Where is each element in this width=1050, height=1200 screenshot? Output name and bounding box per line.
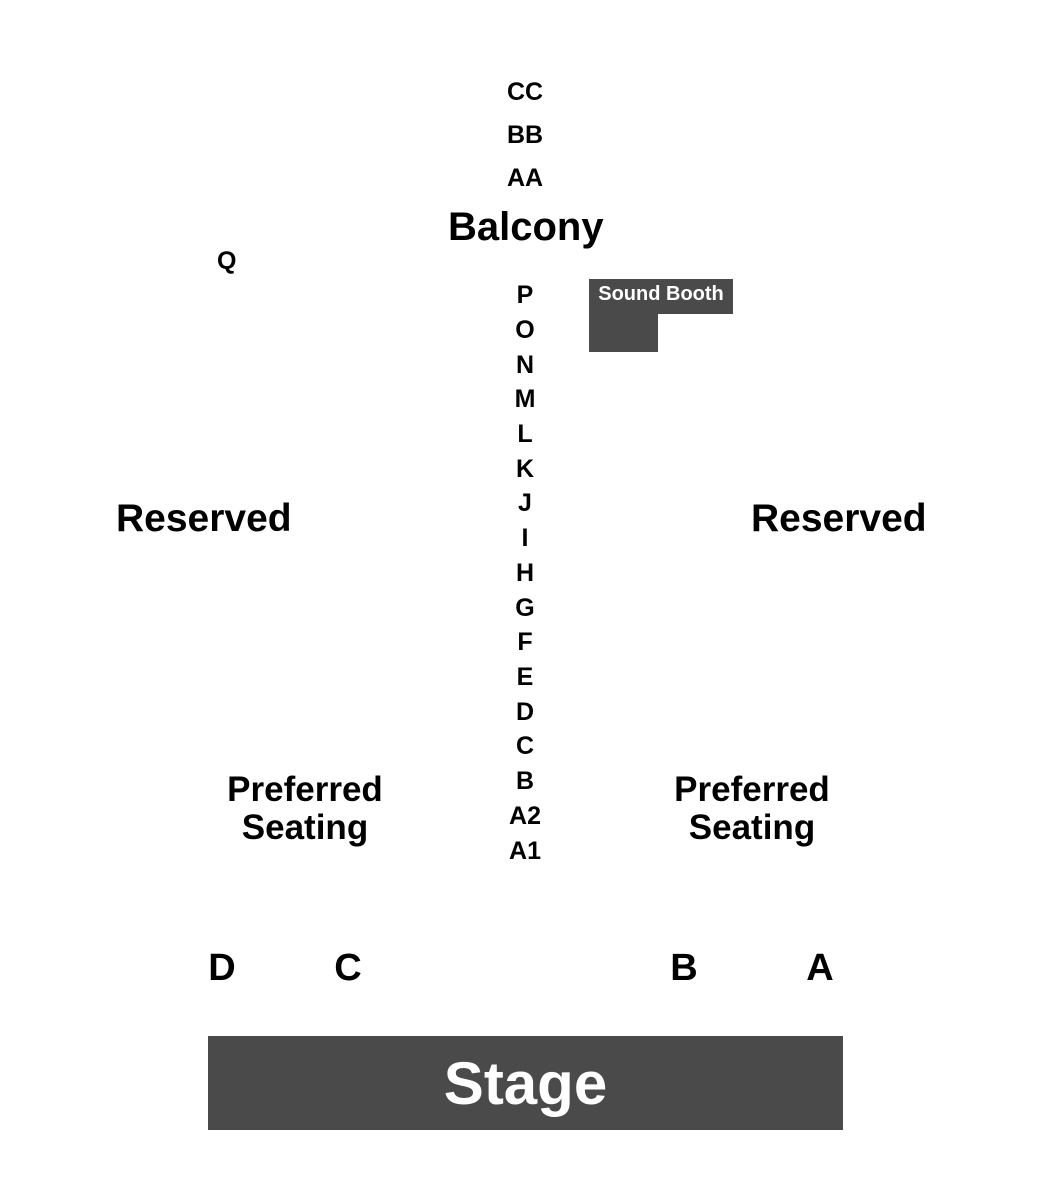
row-m[interactable]: M <box>514 385 536 413</box>
reserved-right-label[interactable]: Reserved <box>751 497 927 540</box>
aisle-c-label[interactable]: C <box>334 947 362 989</box>
sound-booth-label: Sound Booth <box>598 283 724 305</box>
preferred-right-line-1: Preferred <box>674 770 830 809</box>
sound-booth: Sound Booth <box>589 279 733 352</box>
row-h[interactable]: H <box>515 559 535 587</box>
balcony-row-bb[interactable]: BB <box>506 121 544 149</box>
row-b[interactable]: B <box>515 767 535 795</box>
balcony-title: Balcony <box>448 205 604 249</box>
stage: Stage <box>208 1036 843 1130</box>
row-j[interactable]: J <box>518 489 532 517</box>
row-l[interactable]: L <box>517 420 533 448</box>
preferred-left-label[interactable]: Preferred Seating <box>185 771 425 847</box>
preferred-left-line-2: Seating <box>241 808 369 847</box>
reserved-left-label[interactable]: Reserved <box>116 497 292 540</box>
row-a1[interactable]: A1 <box>509 837 541 865</box>
row-q-label[interactable]: Q <box>217 247 237 275</box>
row-o[interactable]: O <box>515 316 535 344</box>
aisle-a-label[interactable]: A <box>806 947 834 989</box>
row-d[interactable]: D <box>515 698 535 726</box>
balcony-row-aa[interactable]: AA <box>506 164 544 192</box>
sound-booth-top-block <box>589 279 733 314</box>
preferred-right-line-2: Seating <box>688 808 816 847</box>
row-g[interactable]: G <box>515 594 535 622</box>
row-n[interactable]: N <box>515 351 535 379</box>
sound-booth-bottom-block <box>589 313 658 352</box>
preferred-left-line-1: Preferred <box>227 770 383 809</box>
row-e[interactable]: E <box>516 663 534 691</box>
aisle-b-label[interactable]: B <box>670 947 698 989</box>
row-k[interactable]: K <box>515 455 535 483</box>
row-a2[interactable]: A2 <box>509 802 541 830</box>
aisle-d-label[interactable]: D <box>208 947 236 989</box>
row-i[interactable]: I <box>521 524 529 552</box>
preferred-right-label[interactable]: Preferred Seating <box>632 771 872 847</box>
stage-label: Stage <box>443 1049 608 1117</box>
row-c[interactable]: C <box>515 732 535 760</box>
row-p[interactable]: P <box>516 281 534 309</box>
row-f[interactable]: F <box>517 628 533 656</box>
balcony-row-cc[interactable]: CC <box>506 78 544 106</box>
